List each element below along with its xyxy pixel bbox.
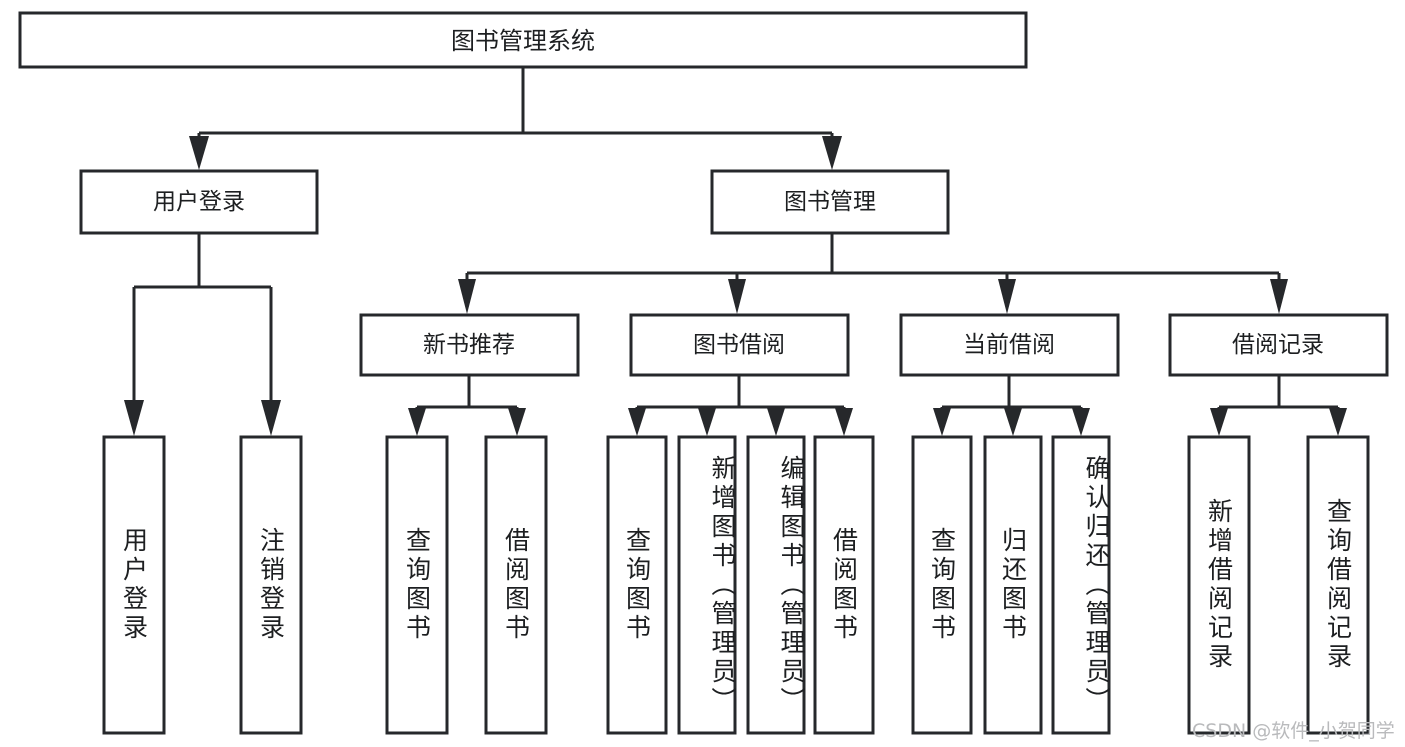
node-current-borrow[interactable]: 当前借阅: [899, 313, 1120, 377]
node-borrow-record[interactable]: 借阅记录: [1168, 313, 1389, 377]
arrow-borrow-leaf-3: [767, 408, 785, 436]
connectors-layer: [124, 67, 1347, 436]
node-new-book-recommend-box[interactable]: [359, 313, 580, 377]
node-root-label: 图书管理系统: [451, 27, 595, 55]
leaf-box-return-book[interactable]: [983, 435, 1043, 735]
leaf-box-confirm-return[interactable]: [1051, 435, 1111, 735]
arrow-bookmgmt-to-record: [1270, 279, 1288, 314]
arrow-bookmgmt-to-current: [998, 279, 1016, 314]
arrow-newbook-leaf-1: [408, 408, 426, 436]
node-current-borrow-label: 当前借阅: [963, 332, 1055, 358]
csdn-watermark: CSDN @软件_小贺同学: [1192, 720, 1395, 742]
node-new-book-recommend[interactable]: 新书推荐: [359, 313, 580, 377]
leaf-box-query-record[interactable]: [1306, 435, 1370, 735]
node-new-book-recommend-label: 新书推荐: [423, 332, 515, 358]
leaf-box-query-book-borrow[interactable]: [606, 435, 668, 735]
arrow-record-leaf-2: [1329, 408, 1347, 436]
node-book-borrow-label: 图书借阅: [693, 332, 785, 358]
arrow-newbook-leaf-2: [508, 408, 526, 436]
arrow-root-to-user-login: [189, 136, 209, 170]
node-root-box[interactable]: [18, 11, 1028, 69]
node-book-management-box[interactable]: [710, 169, 950, 235]
arrow-current-leaf-2: [1004, 408, 1022, 436]
leaf-box-borrow-book[interactable]: [813, 435, 875, 735]
node-book-borrow[interactable]: 图书借阅: [629, 313, 850, 377]
node-book-management[interactable]: 图书管理: [710, 169, 950, 235]
arrow-userlogin-leaf-1: [124, 400, 144, 436]
arrow-borrow-leaf-1: [628, 408, 646, 436]
leaf-box-user-login[interactable]: [102, 435, 166, 735]
node-borrow-record-box[interactable]: [1168, 313, 1389, 377]
arrow-userlogin-leaf-2: [261, 400, 281, 436]
leaf-box-add-book-admin[interactable]: [677, 435, 737, 735]
leaf-box-borrow-book-new[interactable]: [484, 435, 548, 735]
arrow-current-leaf-3: [1072, 408, 1090, 436]
node-root[interactable]: 图书管理系统: [18, 11, 1028, 69]
node-borrow-record-label: 借阅记录: [1232, 332, 1324, 358]
leaf-box-edit-book-admin[interactable]: [746, 435, 806, 735]
leaf-box-add-record[interactable]: [1187, 435, 1251, 735]
node-user-login-box[interactable]: [79, 169, 319, 235]
node-user-login-label: 用户登录: [153, 189, 245, 215]
node-book-borrow-box[interactable]: [629, 313, 850, 377]
node-user-login[interactable]: 用户登录: [79, 169, 319, 235]
arrow-record-leaf-1: [1210, 408, 1228, 436]
leaf-box-query-book-current[interactable]: [911, 435, 973, 735]
leaf-box-query-book-new[interactable]: [385, 435, 449, 735]
node-book-management-label: 图书管理: [784, 189, 876, 215]
arrow-borrow-leaf-2: [698, 408, 716, 436]
node-current-borrow-box[interactable]: [899, 313, 1120, 377]
arrow-root-to-book-mgmt: [822, 136, 842, 170]
arrow-current-leaf-1: [933, 408, 951, 436]
arrow-bookmgmt-to-newbook: [458, 279, 476, 314]
arrow-bookmgmt-to-borrow: [728, 279, 746, 314]
leaf-box-logout[interactable]: [239, 435, 303, 735]
arrow-borrow-leaf-4: [835, 408, 853, 436]
